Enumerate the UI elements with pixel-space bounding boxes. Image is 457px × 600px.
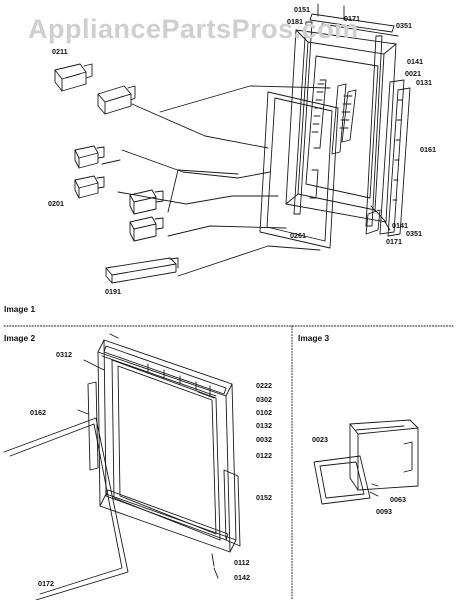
section-title-image2: Image 2 [4,333,36,343]
part-label: 0302 [256,395,272,404]
part-label: 0211 [52,47,68,56]
part-label: 0063 [390,495,406,504]
part-label: 0201 [48,199,64,208]
part-label: 0312 [56,350,72,359]
part-label: 0151 [294,5,310,14]
part-label: 0023 [312,435,328,444]
part-label: 0141 [392,221,408,230]
part-label: 0351 [396,21,412,30]
part-label: 0152 [256,493,272,502]
image2-drawing [3,333,241,600]
image3-drawing [313,419,419,505]
shelf-bin-0201a [74,145,121,169]
part-label: 0112 [234,558,250,567]
door-gasket-0261 [259,91,339,249]
section-title-image1: Image 1 [4,304,36,314]
part-label: 0032 [256,435,272,444]
shelf-bin-0201b [74,175,105,199]
part-label: 0132 [256,421,272,430]
part-label: 0131 [416,78,432,87]
watermark: AppliancePartsPros.com [28,14,359,44]
door-bin-0211 [54,63,93,92]
part-label: 0093 [376,507,392,516]
part-label: 0021 [405,69,421,78]
part-label: 0161 [420,145,436,154]
part-label: 0222 [256,381,272,390]
shelf-0191 [105,257,179,284]
shelf-bin-0201c [129,189,164,215]
part-label: 0261 [290,231,306,240]
part-label: 0142 [234,573,250,582]
part-label: 0181 [287,17,303,26]
part-label: 0172 [38,579,54,588]
part-label: 0171 [386,237,402,246]
door-bin-0211b [97,85,136,115]
part-label: 0102 [256,408,272,417]
part-label: 0351 [406,229,422,238]
part-label: 0162 [30,408,46,417]
shelf-bin-0201d [129,216,164,242]
image1-drawing [54,3,411,284]
part-label: 0171 [344,14,360,23]
part-label: 0122 [256,451,272,460]
part-label: 0141 [407,57,423,66]
section-title-image3: Image 3 [298,333,330,343]
part-label: 0191 [105,287,121,296]
liner-assembly [285,3,411,237]
